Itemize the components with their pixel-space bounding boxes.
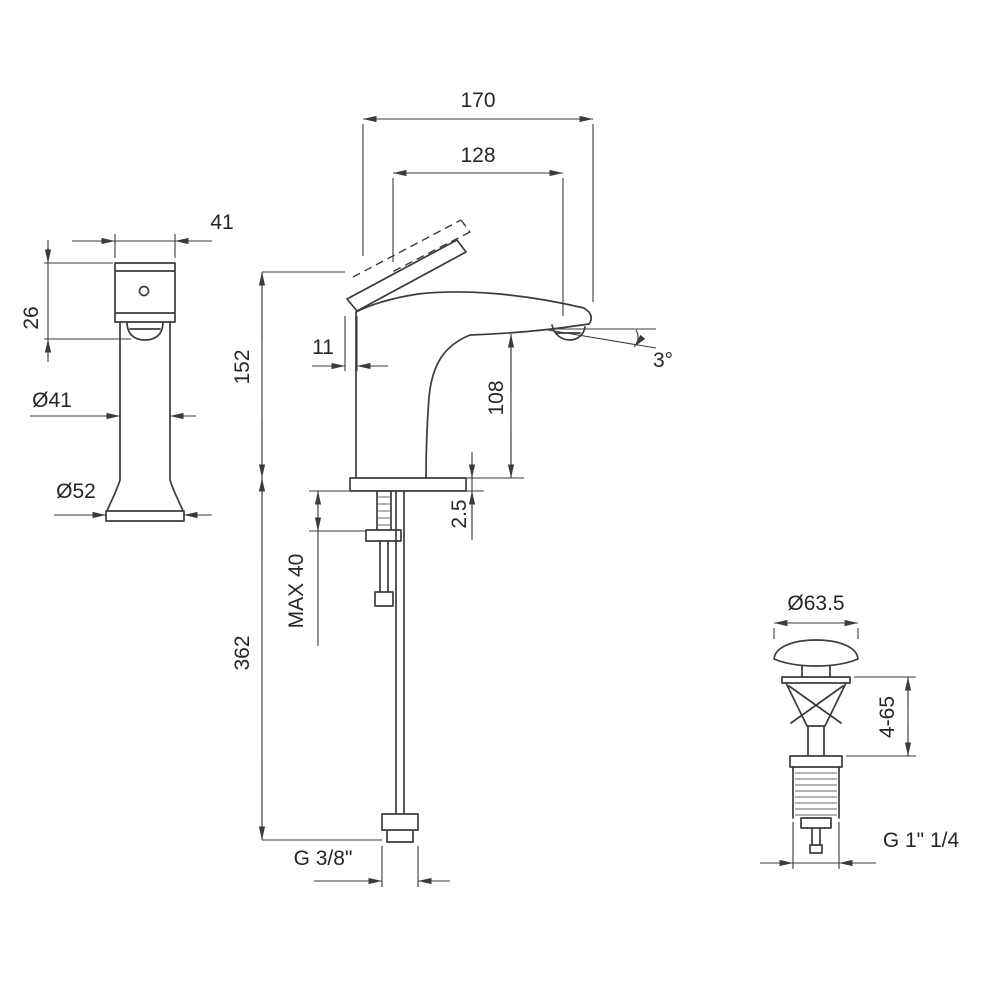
- body-column: [119, 321, 171, 481]
- hose-end-fitting: [381, 813, 419, 843]
- dim-base-diameter: Ø52: [56, 480, 96, 503]
- dim-spout-reach: 128: [460, 144, 495, 167]
- dim-152-extensions: [261, 271, 345, 478]
- aerator-dome: [126, 321, 164, 341]
- waste-bottom-cap: [800, 817, 832, 829]
- waste-view: Ø63.5 4-65 G 1" 1/4: [760, 592, 959, 869]
- waste-stem: [807, 725, 825, 757]
- dim-26-extensions: [44, 240, 131, 362]
- dim-max-deck-thickness: MAX 40: [285, 554, 308, 629]
- dim-body-height: 152: [231, 349, 254, 384]
- stud-threads: [377, 496, 391, 526]
- handle-lever-raised-position: [352, 219, 471, 278]
- dim-head-width: 41: [210, 211, 233, 234]
- dim-11-extensions: [344, 316, 358, 371]
- base-plate: [349, 477, 467, 492]
- base-flare: [105, 479, 185, 522]
- waste-top-flange: [781, 676, 851, 684]
- dim-hose-length: 362: [231, 635, 254, 670]
- side-view: 41 26 Ø41 Ø52: [20, 211, 234, 522]
- dim-spout-angle: 3°: [653, 349, 673, 372]
- waste-cap: [773, 639, 859, 667]
- dim-g38-extensions: [381, 846, 419, 887]
- waste-thread-body: [792, 766, 840, 819]
- handle-lever: [346, 239, 467, 312]
- waste-threads: [795, 772, 837, 816]
- dim-41-extensions: [72, 234, 212, 258]
- dim-edge-offset: 11: [312, 336, 334, 359]
- dim-spout-outlet-height: 108: [485, 380, 508, 415]
- mounting-nut: [365, 529, 402, 542]
- waste-pin: [809, 827, 823, 854]
- dim-cap-diameter: Ø63.5: [787, 592, 844, 615]
- dim-height-adjustment: 4-65: [876, 696, 899, 738]
- dim-inlet-thread: G 3/8": [294, 847, 353, 870]
- flexible-hose: [395, 490, 405, 815]
- spout-outline: [355, 291, 593, 479]
- handle-pin: [138, 285, 150, 297]
- front-view: 170 128 152 11 108 3° 2.5 MAX: [231, 89, 673, 887]
- dim-base-plate-thickness: 2.5: [448, 499, 471, 528]
- dim-d635-extensions: [773, 622, 859, 639]
- dim-body-diameter: Ø41: [32, 389, 72, 412]
- dim-outlet-thread: G 1" 1/4: [883, 829, 960, 852]
- dim-head-height: 26: [20, 306, 43, 329]
- waste-neck: [801, 665, 831, 678]
- waste-collar: [789, 755, 843, 768]
- lower-stud: [374, 540, 394, 607]
- dim-362-extensions: [261, 478, 382, 841]
- dim-angle-arc: [633, 329, 646, 348]
- dim-overall-depth: 170: [460, 89, 495, 112]
- faucet-head-outline: [114, 262, 176, 323]
- waste-funnel: [785, 682, 847, 727]
